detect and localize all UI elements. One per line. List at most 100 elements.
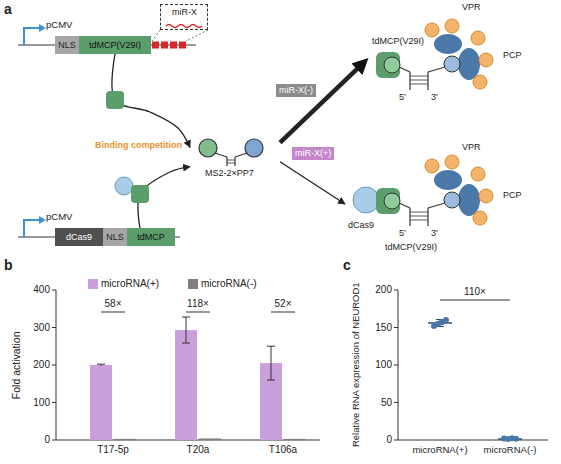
- panel-letter: c: [343, 257, 351, 274]
- complex-label: tdMCP(V29I): [372, 36, 424, 47]
- complex-label: 5': [399, 92, 406, 103]
- rna-scaffold: MS2-2×PP7: [190, 133, 280, 181]
- target-site: [152, 42, 159, 49]
- rna-strand: [428, 203, 445, 208]
- rna-strand: [234, 157, 235, 166]
- legend-swatch: [88, 279, 98, 289]
- x-axis: [398, 440, 548, 441]
- vpr-domain: [445, 155, 459, 169]
- comparison-bracket: [271, 312, 295, 313]
- vpr-domain: [471, 31, 485, 45]
- dcas9-segment: dCas9: [55, 228, 103, 246]
- tick-label: 100: [20, 397, 50, 409]
- comparison-bracket: [101, 312, 125, 313]
- data-point: [513, 436, 519, 442]
- base-pair: [410, 216, 428, 217]
- complex-label: dCas9: [348, 220, 374, 231]
- activation-complex: dCas9tdMCP(V29I)VPRPCP5'3': [345, 138, 555, 258]
- tick: [52, 440, 56, 441]
- bar: [175, 330, 197, 440]
- ms2-loop: [199, 139, 217, 157]
- complex-label: 3': [431, 228, 438, 239]
- tick: [394, 365, 398, 366]
- complex-label: 5': [399, 228, 406, 239]
- fold-change: 52×: [263, 298, 303, 310]
- fold-change: 118×: [178, 298, 218, 310]
- segment-label: tdMCP(V29I): [89, 40, 141, 51]
- base-pair: [410, 220, 428, 221]
- protein-square: [131, 185, 149, 203]
- error-bar: [436, 320, 444, 327]
- activation-complex: tdMCP(V29I) VPR PCP 5' 3': [365, 2, 555, 110]
- mcp-segment: tdMCP(V29I): [79, 36, 151, 54]
- error-bar: [97, 364, 105, 366]
- condition-tag: miR-X(+): [292, 147, 334, 160]
- tick-label: 150: [366, 322, 392, 334]
- tick-label: 0: [366, 434, 392, 446]
- comparison-bracket: [186, 312, 210, 313]
- arrow: [280, 162, 345, 204]
- tick: [394, 327, 398, 328]
- pcp-protein: [434, 34, 462, 54]
- segment-label: NLS: [58, 40, 76, 51]
- panel-letter: b: [4, 257, 13, 274]
- base-pair: [227, 160, 235, 161]
- dot-plot: [394, 290, 548, 442]
- dcas9-protein: [115, 177, 133, 195]
- target-site: [170, 42, 177, 49]
- pp7-loop: [245, 139, 263, 157]
- tick: [52, 365, 56, 366]
- tick-label: 300: [20, 322, 50, 334]
- bar-chart: [52, 290, 320, 440]
- base-pair: [227, 163, 235, 164]
- rna-strand: [399, 203, 410, 208]
- dcas9-protein: [353, 187, 379, 213]
- category-label: T20a: [168, 444, 228, 456]
- pcp-protein: [458, 184, 480, 216]
- complex-label: PCP: [503, 50, 522, 61]
- pp7-loop: [444, 192, 460, 208]
- bar: [199, 439, 221, 441]
- mcp-segment: tdMCP: [127, 228, 175, 246]
- rna-strand: [427, 72, 428, 90]
- condition-tag: miR-X(-): [276, 84, 316, 97]
- category-label: T106a: [253, 444, 313, 456]
- main-arrow: [280, 61, 365, 142]
- complex-label: VPR: [462, 2, 481, 13]
- complex-label: PCP: [503, 190, 522, 201]
- tick: [52, 290, 56, 291]
- complex-label: VPR: [462, 142, 481, 153]
- rna-strand: [428, 67, 445, 72]
- vpr-domain: [473, 211, 487, 225]
- bar: [90, 365, 112, 440]
- mcp-protein: [376, 188, 400, 214]
- pp7-loop: [444, 56, 460, 72]
- axis-title: Relative RNA expression of NEUROD1: [350, 270, 361, 460]
- legend-label: microRNA(-): [201, 278, 257, 290]
- competition-label: Binding competition: [92, 139, 185, 152]
- panel-letter: a: [4, 1, 12, 18]
- segment-label: dCas9: [66, 232, 92, 243]
- mcp-protein: [376, 52, 400, 78]
- complex-label: 3': [431, 92, 438, 103]
- category-label: microRNA(-): [475, 444, 545, 455]
- tick: [394, 402, 398, 403]
- promoter-label: pCMV: [46, 211, 72, 222]
- fold-change: 110×: [455, 286, 495, 298]
- error-bar: [182, 317, 190, 343]
- base-pair: [410, 84, 428, 85]
- rna-strand: [409, 208, 410, 226]
- data-point: [443, 317, 449, 323]
- promoter-arrow: [24, 220, 40, 237]
- base-pair: [410, 76, 428, 77]
- base-pair: [410, 80, 428, 81]
- ms2-loop: [384, 193, 400, 209]
- ms2-loop: [384, 57, 400, 73]
- vpr-domain: [479, 53, 493, 67]
- microrna-wave: [166, 25, 202, 28]
- legend-swatch: [188, 279, 198, 289]
- legend-label: microRNA(+): [101, 278, 159, 290]
- base-pair: [410, 212, 428, 213]
